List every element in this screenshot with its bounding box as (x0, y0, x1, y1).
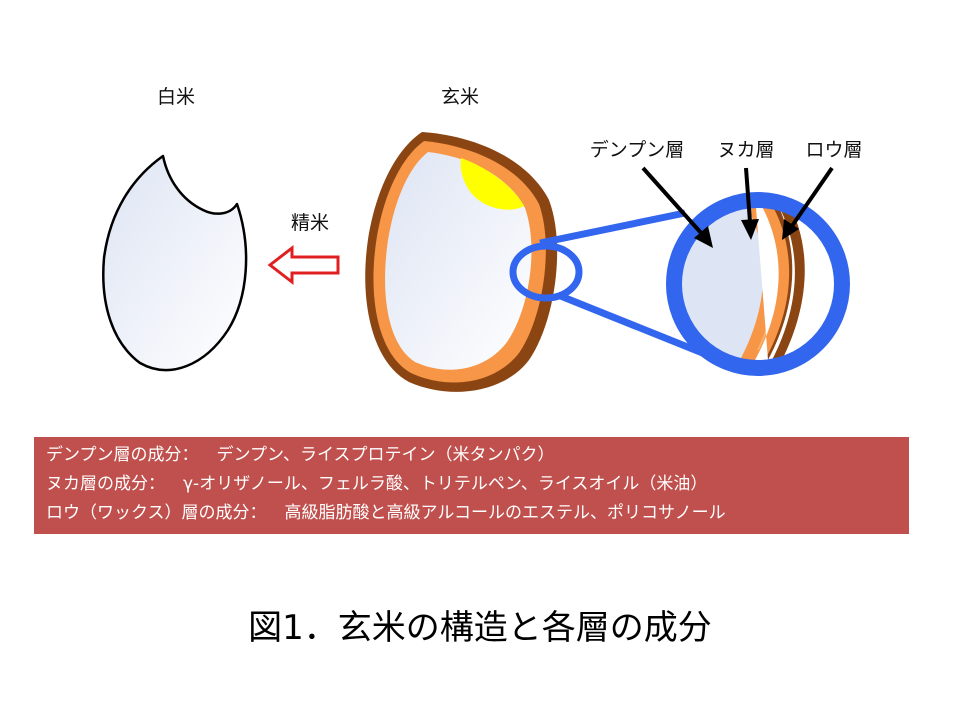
focus-ellipse (509, 242, 583, 302)
component-row-wax: ロウ（ワックス）層の成分：高級脂肪酸と高級アルコールのエステル、ポリコサノール (46, 503, 726, 523)
magnifier (509, 192, 850, 376)
polishing-label: 精米 (291, 212, 329, 234)
magnifier-lens (666, 192, 850, 376)
white-rice-label: 白米 (157, 86, 195, 108)
bran-layer-label: ヌカ層 (717, 139, 774, 161)
figure-caption: 図1．玄米の構造と各層の成分 (248, 608, 712, 648)
component-row-bran: ヌカ層の成分：γ-オリザノール、フェルラ酸、トリテルペン、ライスオイル（米油） (46, 474, 708, 494)
component-row-starch: デンプン層の成分：デンプン、ライスプロテイン（米タンパク） (46, 445, 555, 465)
layer-pointers (641, 166, 834, 248)
brown-rice-label: 玄米 (441, 86, 479, 108)
rice-structure-diagram: 白米 玄米 精米 デンプン層 ヌカ層 ロウ層 (102, 86, 863, 392)
starch-layer-label: デンプン層 (590, 139, 684, 161)
white-rice-grain (102, 154, 248, 372)
brown-rice-grain (365, 132, 558, 392)
components-box: デンプン層の成分：デンプン、ライスプロテイン（米タンパク） ヌカ層の成分：γ-オ… (34, 437, 909, 534)
wax-layer-label: ロウ層 (805, 139, 862, 161)
polishing-arrow (267, 244, 340, 286)
germ (460, 158, 524, 210)
